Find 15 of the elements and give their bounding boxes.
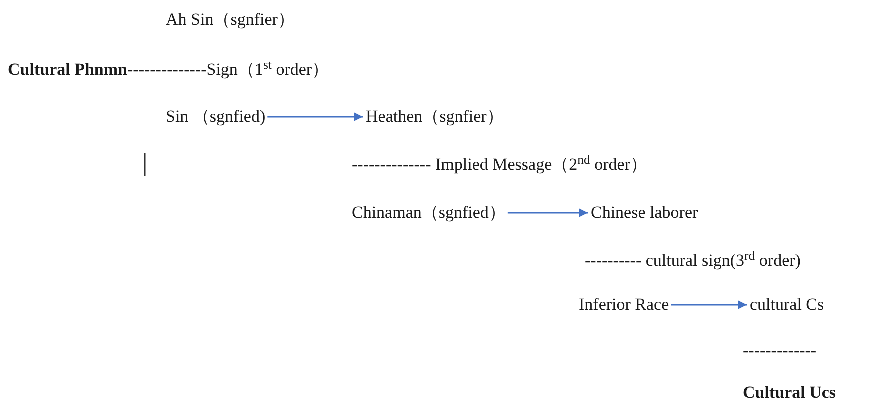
term-text: Chinese laborer: [591, 201, 698, 225]
term-text: Sin （sgnfied): [166, 105, 266, 129]
text-label: Ah Sin（sgnfier）: [166, 9, 295, 31]
text-label: ---------- cultural sign(3$^{rd}$ order): [585, 249, 801, 272]
text-label: Cultural Phnmn--------------Sign（1$^{st}$ order）: [8, 58, 330, 81]
term-text: Chinaman（sgnfied）: [352, 201, 506, 225]
term-text: Heathen（sgnfier）: [366, 105, 504, 129]
arrow: [508, 208, 588, 218]
text-label: -------------- Implied Message（2$^{nd}$ order）: [352, 153, 648, 176]
text-label: Cultural Ucs: [743, 382, 836, 404]
arrow: [268, 112, 363, 122]
arrow: [671, 300, 747, 310]
term-text: Inferior Race: [579, 293, 670, 317]
text-label: -------------: [743, 340, 817, 362]
term-text: cultural Cs: [750, 293, 824, 317]
